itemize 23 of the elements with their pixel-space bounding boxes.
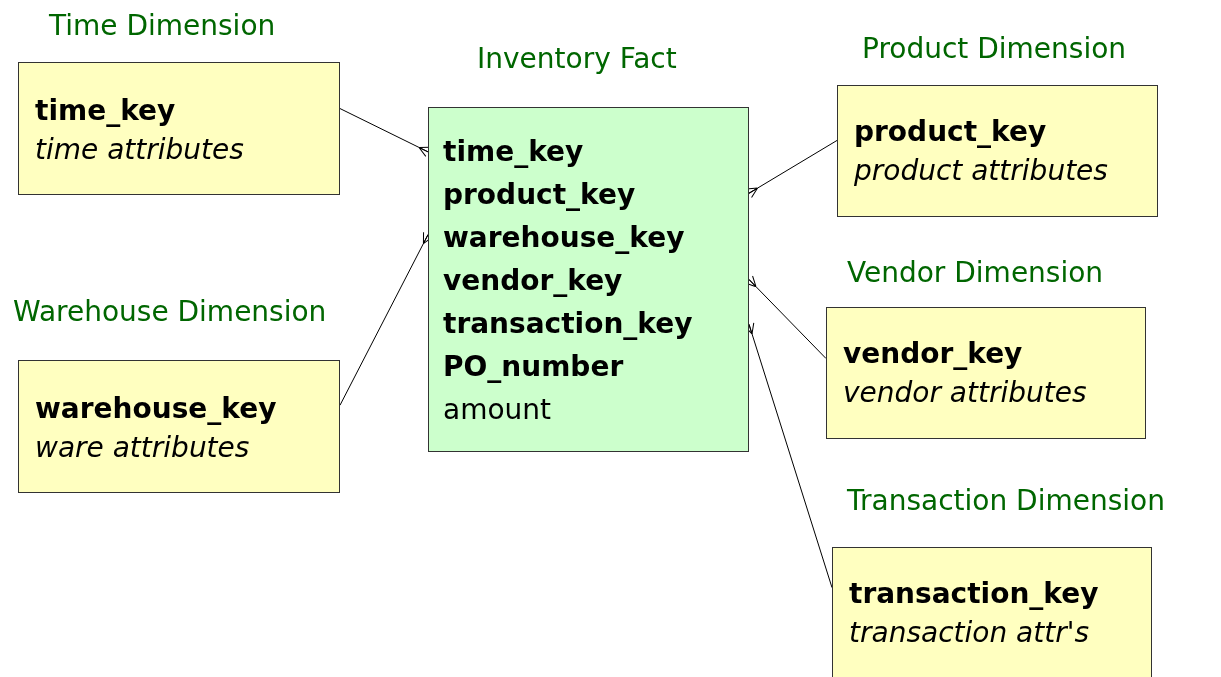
table-heading: Transaction Dimension <box>847 484 1165 518</box>
attribute-name: vendor attributes <box>843 375 1088 411</box>
table-heading: Warehouse Dimension <box>13 295 327 329</box>
key-name: product_key <box>854 114 1048 150</box>
key-name: warehouse_key <box>35 391 278 427</box>
attribute-name: amount <box>443 392 553 428</box>
attribute-name: ware attributes <box>35 430 251 466</box>
key-name: transaction_key <box>443 306 694 342</box>
table-heading: Inventory Fact <box>477 42 677 76</box>
attribute-name: time attributes <box>35 132 245 168</box>
attribute-name: transaction attr's <box>849 615 1090 651</box>
table-heading: Time Dimension <box>49 9 276 43</box>
key-name: time_key <box>35 93 177 129</box>
attribute-name: product attributes <box>854 153 1109 189</box>
key-name: PO_number <box>443 349 625 385</box>
table-heading: Product Dimension <box>862 32 1127 66</box>
key-name: transaction_key <box>849 576 1100 612</box>
table-heading: Vendor Dimension <box>847 256 1104 290</box>
key-name: time_key <box>443 134 585 170</box>
key-name: warehouse_key <box>443 220 686 256</box>
key-name: product_key <box>443 177 637 213</box>
key-name: vendor_key <box>443 263 624 299</box>
key-name: vendor_key <box>843 336 1024 372</box>
